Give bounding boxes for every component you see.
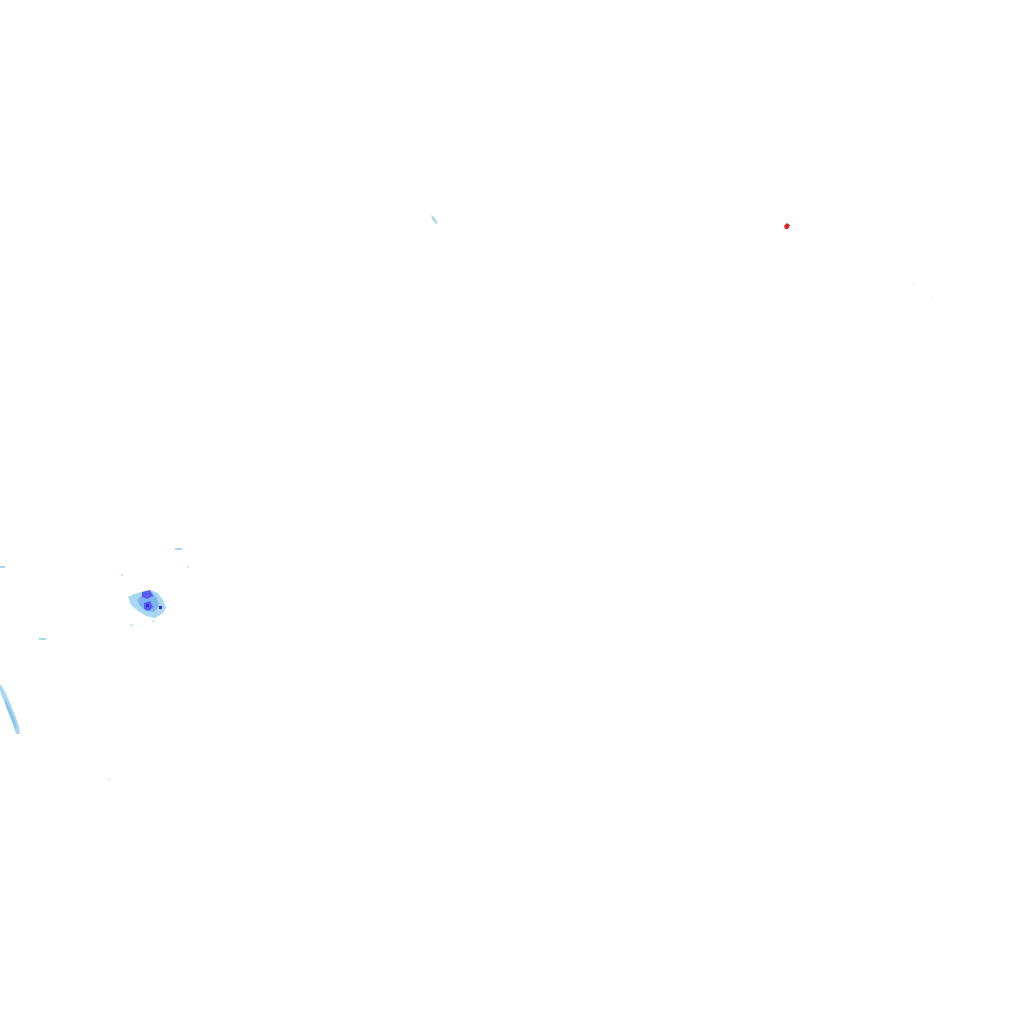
precip-echo-light xyxy=(431,215,438,224)
precip-speck xyxy=(121,574,123,576)
precip-cell-cluster xyxy=(128,590,166,626)
precip-specks-right xyxy=(913,284,933,299)
precip-speck xyxy=(39,638,46,640)
precip-echo-very-heavy xyxy=(159,606,162,609)
precip-speck xyxy=(152,620,155,622)
precip-speck xyxy=(108,778,110,780)
precip-echo-very-heavy xyxy=(146,604,149,607)
precip-speck xyxy=(187,566,189,568)
precip-speck xyxy=(0,566,5,568)
precip-echo-heavy xyxy=(142,590,153,599)
precip-speck xyxy=(175,548,182,550)
precip-specks-left xyxy=(0,548,189,780)
precip-speck xyxy=(130,624,133,626)
precip-cell-top xyxy=(431,215,438,224)
precip-speck xyxy=(913,284,915,285)
precip-band-left xyxy=(0,684,20,734)
precip-speck xyxy=(931,298,933,299)
precip-echo-moderate xyxy=(5,700,17,729)
precip-echo-extreme xyxy=(784,223,790,229)
precip-cell-extreme xyxy=(784,223,790,229)
